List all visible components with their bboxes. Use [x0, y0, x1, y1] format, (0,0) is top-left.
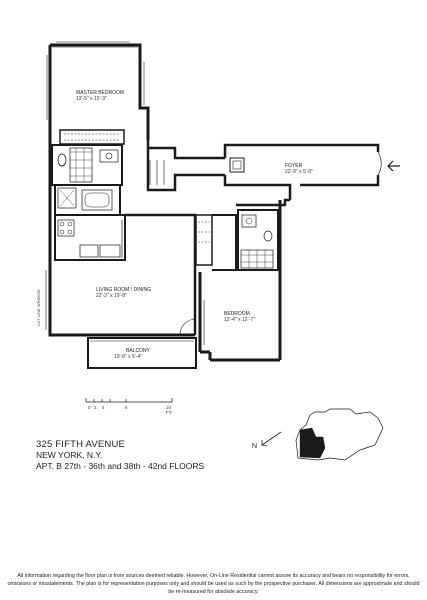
- unit-description: APT. B 27th - 36th and 38th - 42nd FLOOR…: [36, 461, 205, 471]
- master-bedroom-walls: [48, 43, 150, 140]
- scale-tick-label: 6: [125, 405, 128, 410]
- building-address: 325 FIFTH AVENUE: [36, 439, 126, 450]
- bedroom-dimensions: 12'-4" x 12'-7": [224, 317, 255, 323]
- bedroom-walls: [198, 198, 290, 362]
- foyer-label: FOYER: [285, 163, 303, 169]
- building-info: 325 FIFTH AVENUE NEW YORK, N.Y. APT. B 2…: [36, 439, 204, 472]
- kitchen: [54, 214, 126, 261]
- bedroom-bath: [237, 209, 279, 271]
- building-key-plan: [295, 408, 384, 461]
- scale-numbers: 0 2 4 6 10 FT.: [88, 405, 172, 415]
- closets: [59, 129, 125, 145]
- bedroom-label: BEDROOM: [224, 311, 250, 317]
- north-label: N: [252, 443, 258, 450]
- foyer-walls: [223, 143, 382, 200]
- lot-line-window-label: LOT LINE WINDOW: [36, 289, 41, 326]
- master-bedroom-dimensions: 13'-5" x 15'-3": [76, 96, 107, 102]
- scale-bar: [85, 398, 173, 403]
- entry-arrow-icon: [387, 160, 400, 172]
- balcony-label: BALCONY: [126, 348, 150, 354]
- living-room-dimensions: 22'-3" x 19'-8": [96, 293, 127, 299]
- scale-tick-label: 10 FT.: [166, 405, 173, 415]
- disclaimer-text: All information regarding the floor plan…: [7, 573, 420, 595]
- scale-tick-label: 2: [94, 405, 97, 410]
- scale-tick-label: 4: [102, 405, 105, 410]
- master-bath: [51, 144, 123, 186]
- master-bedroom-label: MASTER BEDROOM: [76, 90, 125, 96]
- balcony-dimensions: 19'-8" x 5'-4": [114, 354, 142, 360]
- foyer-dimensions: 22'-9" x 5'-0": [285, 169, 313, 175]
- hall-closets: [195, 214, 213, 266]
- balcony: [87, 337, 197, 369]
- building-city: NEW YORK, N.Y.: [36, 450, 103, 460]
- windows: [46, 41, 145, 120]
- corridor-walls: [146, 140, 225, 192]
- second-bath-master: [54, 184, 121, 216]
- scale-tick-label: 0: [88, 405, 91, 410]
- north-arrow-icon: [261, 431, 282, 447]
- living-room-label: LIVING ROOM / DINING: [96, 287, 152, 293]
